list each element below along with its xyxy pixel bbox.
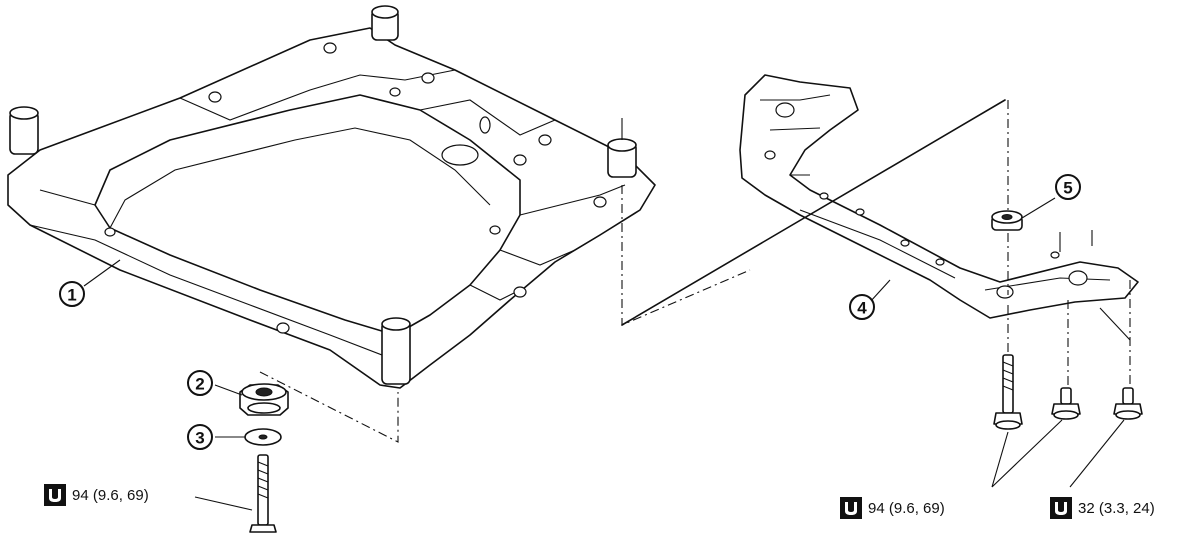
mount-bush-part-2 — [214, 383, 289, 416]
torque-value-left: 94 (9.6, 69) — [72, 486, 149, 504]
torque-spec-left: 94 (9.6, 69) — [44, 484, 149, 506]
svg-text:5: 5 — [1063, 179, 1072, 198]
callout-2: 2 — [187, 370, 213, 396]
callout-5: 5 — [1055, 174, 1081, 200]
torque-value-right-short: 32 (3.3, 24) — [1078, 499, 1155, 517]
collar-part-5 — [991, 197, 1056, 231]
washer-part-3 — [215, 428, 282, 446]
alignment-line — [621, 99, 1006, 326]
torque-wrench-icon — [1050, 497, 1072, 519]
torque-spec-right-short: 32 (3.3, 24) — [1050, 497, 1155, 519]
torque-wrench-icon — [840, 497, 862, 519]
bolt-right-middle — [1051, 387, 1081, 420]
leader-callout-1 — [83, 259, 121, 287]
front-suspension-member — [7, 5, 751, 443]
svg-text:1: 1 — [67, 286, 76, 305]
callout-1: 1 — [59, 281, 85, 307]
torque-wrench-icon — [44, 484, 66, 506]
callout-3: 3 — [187, 424, 213, 450]
svg-text:4: 4 — [857, 299, 867, 318]
svg-text:2: 2 — [195, 375, 204, 394]
torque-spec-right-long: 94 (9.6, 69) — [840, 497, 945, 519]
leader-right-long — [991, 419, 1063, 488]
leader-right-short — [1069, 419, 1125, 488]
bolt-left — [194, 454, 277, 533]
callout-4: 4 — [849, 294, 875, 320]
leader-callout-4 — [869, 279, 891, 303]
svg-text:3: 3 — [195, 429, 204, 448]
torque-value-right-long: 94 (9.6, 69) — [868, 499, 945, 517]
bolt-right-short — [1113, 387, 1143, 420]
bolt-right-long — [993, 354, 1023, 430]
member-stay — [739, 74, 1139, 390]
